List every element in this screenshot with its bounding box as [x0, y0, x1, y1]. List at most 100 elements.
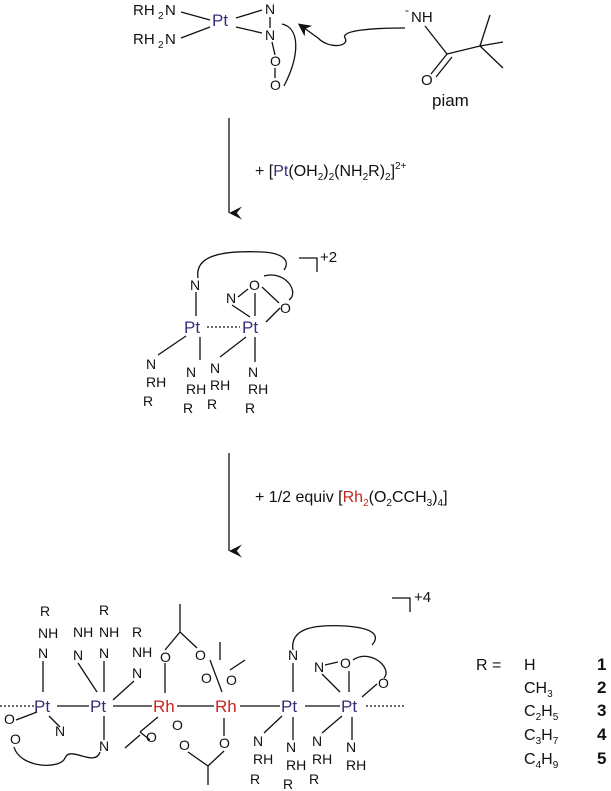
- chain-pt-1: Pt: [34, 697, 50, 716]
- svg-text:+ [Pt(OH2)2(NH2R)2]2+: + [Pt(OH2)2(NH2R)2]2+: [255, 161, 407, 183]
- svg-text:N: N: [210, 360, 220, 376]
- chain-rh-2: Rh: [215, 697, 237, 716]
- svg-text:N: N: [165, 2, 176, 19]
- svg-text:R: R: [99, 602, 109, 618]
- svg-text:NH: NH: [99, 624, 119, 640]
- svg-text:RH: RH: [253, 751, 273, 767]
- svg-text:R: R: [207, 396, 217, 412]
- svg-text:NH: NH: [73, 624, 93, 640]
- rh2n-label-bottom: RH: [133, 31, 155, 48]
- svg-text:R: R: [250, 771, 260, 787]
- svg-text:N: N: [314, 659, 324, 675]
- svg-text:O: O: [179, 737, 190, 753]
- svg-text:N: N: [99, 645, 109, 661]
- svg-text:N: N: [226, 290, 236, 306]
- svg-text:N: N: [55, 723, 65, 739]
- pt-atom: Pt: [212, 11, 228, 30]
- svg-text:R: R: [132, 624, 142, 640]
- legend-num-4: 5: [597, 749, 606, 768]
- svg-text:N: N: [73, 647, 83, 663]
- svg-text:N: N: [99, 738, 109, 754]
- svg-text:-: -: [405, 3, 409, 17]
- svg-text:O: O: [201, 670, 212, 686]
- chain-pt-3: Pt: [281, 697, 297, 716]
- svg-text:N: N: [186, 364, 196, 380]
- svg-text:N: N: [288, 647, 298, 663]
- piam-molecule: - NH O piam: [405, 3, 504, 110]
- svg-text:2: 2: [158, 11, 164, 22]
- svg-text:O: O: [4, 711, 15, 727]
- svg-text:N: N: [265, 27, 275, 43]
- chain-pt-2: Pt: [90, 697, 106, 716]
- svg-text:2: 2: [158, 40, 164, 51]
- svg-text:O: O: [421, 72, 433, 89]
- svg-text:N: N: [253, 733, 263, 749]
- svg-text:O: O: [270, 53, 281, 69]
- svg-text:R: R: [309, 771, 319, 787]
- piam-nh: NH: [411, 9, 433, 26]
- legend-sub-2: C2H5: [524, 703, 559, 723]
- step1-reagent: + [Pt(OH2)2(NH2R)2]2+: [255, 161, 407, 183]
- svg-text:N: N: [312, 733, 322, 749]
- svg-text:R: R: [183, 400, 193, 416]
- legend-num-1: 2: [597, 678, 606, 697]
- svg-text:NH: NH: [38, 625, 58, 641]
- svg-text:N: N: [286, 739, 296, 755]
- svg-text:RH: RH: [286, 757, 306, 773]
- svg-text:RH: RH: [186, 381, 206, 397]
- svg-text:O: O: [219, 735, 230, 751]
- svg-text:O: O: [195, 647, 206, 663]
- svg-text:R: R: [143, 393, 153, 409]
- legend-sub-1: CH3: [524, 680, 553, 700]
- legend-num-2: 3: [597, 701, 606, 720]
- svg-text:R: R: [245, 400, 255, 416]
- svg-text:O: O: [378, 675, 389, 691]
- svg-text:N: N: [165, 31, 176, 48]
- svg-text:O: O: [340, 655, 351, 671]
- svg-text:RH: RH: [248, 381, 268, 397]
- svg-text:N: N: [146, 356, 156, 372]
- svg-text:O: O: [280, 300, 291, 316]
- squiggle-arrow: [297, 23, 406, 47]
- svg-text:O: O: [146, 729, 157, 745]
- pt-atom-left: Pt: [184, 318, 200, 337]
- r-legend: R = H 1 CH3 2 C2H5 3 C3H7 4 C4H9 5: [476, 655, 607, 771]
- dimer-charge: +2: [320, 249, 337, 266]
- svg-text:R: R: [283, 776, 293, 791]
- pt-atom-right: Pt: [242, 318, 258, 337]
- svg-text:NH: NH: [132, 644, 152, 660]
- legend-r-eq: R =: [476, 657, 501, 674]
- piam-label: piam: [432, 91, 469, 110]
- chain-pt-4: Pt: [341, 697, 357, 716]
- svg-text:O: O: [226, 672, 237, 688]
- svg-text:O: O: [160, 649, 171, 665]
- chain-rh-1: Rh: [153, 697, 175, 716]
- svg-text:RH: RH: [346, 757, 366, 773]
- pt-rh-chain: Pt Pt Rh Rh Pt Pt R NH N NH N R NH N R N…: [0, 589, 431, 791]
- svg-text:N: N: [132, 665, 142, 681]
- legend-num-3: 4: [597, 725, 607, 744]
- svg-text:+ 1/2 equiv [Rh2(O2CCH3)4]: + 1/2 equiv [Rh2(O2CCH3)4]: [255, 489, 448, 509]
- legend-sub-0: H: [524, 657, 536, 674]
- svg-text:O: O: [10, 731, 21, 747]
- svg-text:RH: RH: [312, 751, 332, 767]
- svg-text:N: N: [190, 277, 200, 293]
- tetramer-charge: +4: [414, 589, 431, 606]
- svg-text:N: N: [38, 645, 48, 661]
- svg-text:N: N: [265, 1, 275, 17]
- svg-text:N: N: [346, 739, 356, 755]
- legend-num-0: 1: [597, 655, 606, 674]
- svg-text:O: O: [270, 77, 281, 93]
- step2-reagent: + 1/2 equiv [Rh2(O2CCH3)4]: [255, 489, 448, 509]
- legend-sub-4: C4H9: [524, 751, 559, 771]
- rh2n-label-top: RH: [133, 2, 155, 19]
- svg-text:R: R: [40, 603, 50, 619]
- svg-text:RH: RH: [146, 374, 166, 390]
- svg-text:RH: RH: [210, 377, 230, 393]
- svg-text:O: O: [249, 277, 260, 293]
- legend-sub-3: C3H7: [524, 727, 559, 747]
- svg-text:O: O: [172, 717, 183, 733]
- pt-monomer: RH 2 N RH 2 N Pt N N O O: [133, 1, 297, 93]
- pt-dimer: N N O O Pt Pt N RH R N RH R N RH R N RH …: [143, 249, 337, 416]
